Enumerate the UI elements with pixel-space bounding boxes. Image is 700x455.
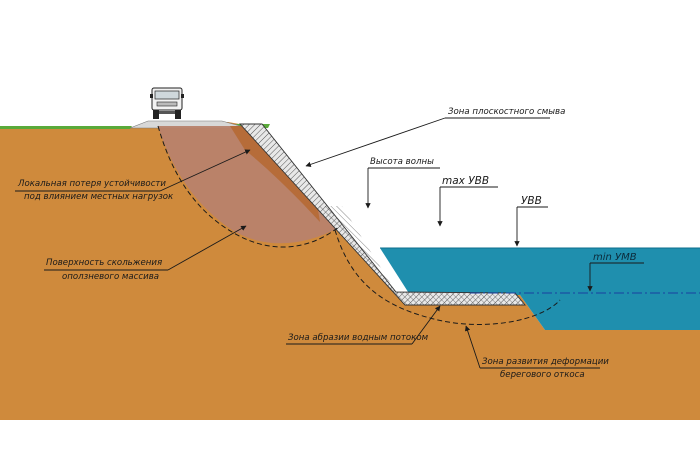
label-slip-surface-line1: Поверхность скольжения	[46, 258, 162, 268]
label-sheet-wash-zone: Зона плоскостного смыва	[448, 107, 565, 117]
label-local-loss-line2: под влиянием местных нагрузок	[24, 192, 174, 202]
local-instability-zone	[230, 126, 320, 222]
label-high-level: УВВ	[521, 195, 542, 207]
soil-body	[0, 122, 700, 420]
label-deformation-zone-line2: берегового откоса	[500, 370, 585, 380]
label-max-level: max УВВ	[442, 175, 489, 187]
label-abrasion-zone: Зона абразии водным потоком	[288, 333, 429, 343]
grass-left	[0, 126, 132, 129]
label-slip-surface-line2: оползневого массива	[62, 272, 159, 282]
label-min-level: min УМВ	[593, 252, 637, 263]
annotation-leaders	[15, 117, 644, 369]
label-local-loss-line1: Локальная потеря устойчивости	[17, 179, 166, 189]
label-deformation-zone-line1: Зона развития деформации	[482, 357, 609, 367]
water-body	[380, 248, 700, 330]
label-wave-height: Высота волны	[370, 157, 434, 167]
landslide-mass	[158, 126, 338, 244]
slip-surface-curve	[157, 125, 341, 248]
revetment-cross-hatch	[318, 206, 525, 305]
truck-icon	[150, 87, 184, 119]
slip-surface-curve-lower	[334, 229, 561, 325]
